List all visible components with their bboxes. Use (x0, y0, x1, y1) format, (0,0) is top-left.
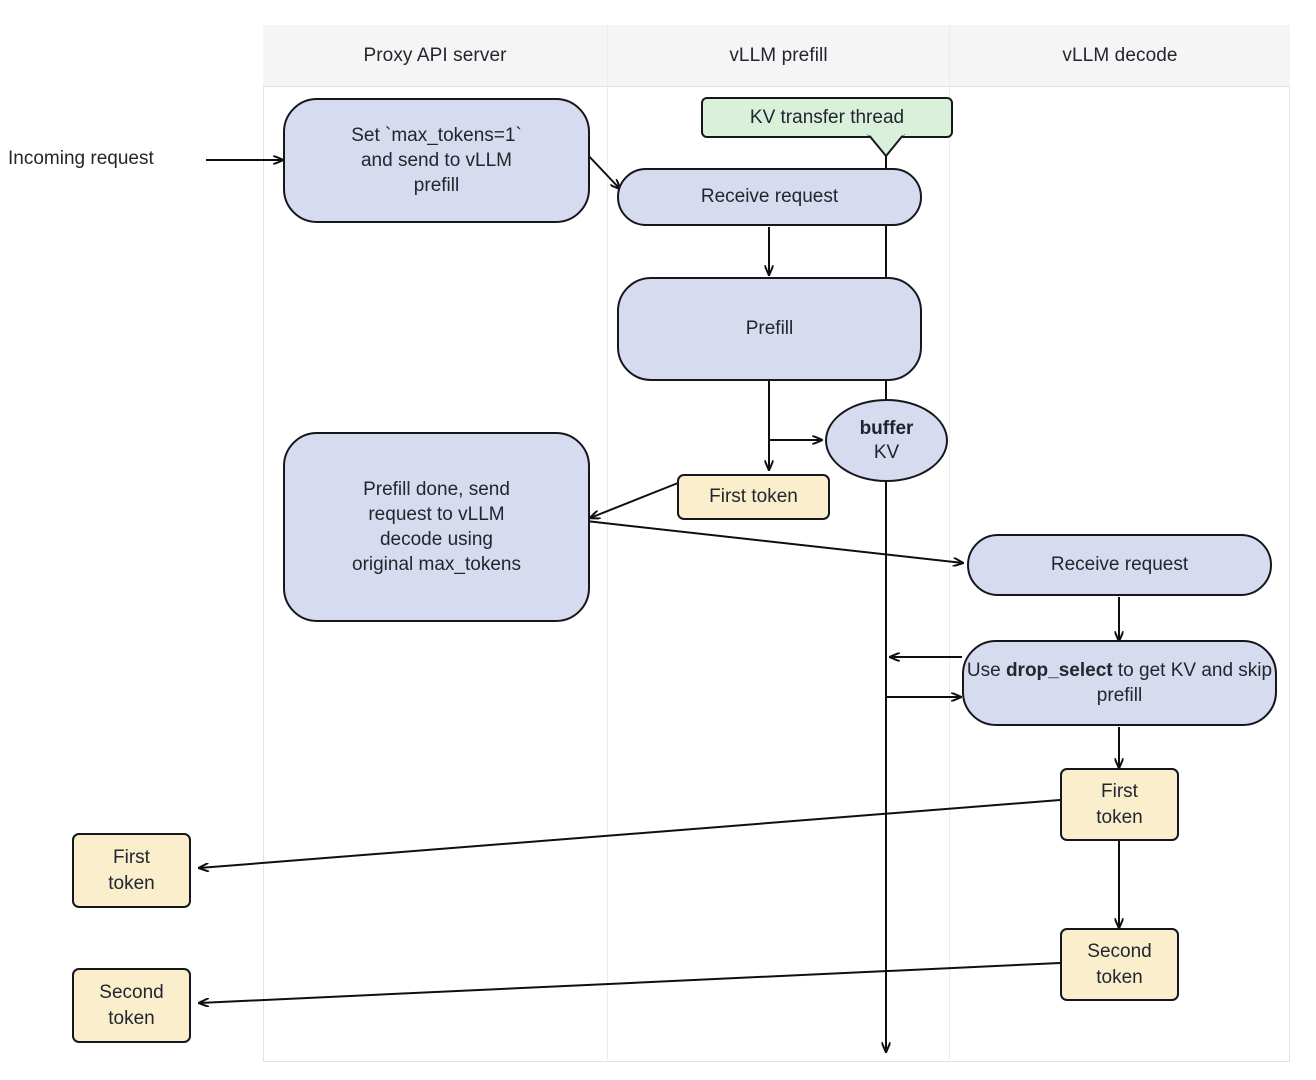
node-decode-second-token-label: Second token (1087, 941, 1152, 988)
node-decode-receive-request[interactable]: Receive request (967, 534, 1272, 596)
node-buffer-kv-subtitle: KV (873, 441, 900, 463)
node-proxy-set-max-tokens[interactable]: Set `max_tokens=1` and send to vLLM pref… (283, 98, 590, 223)
lane-divider-1 (607, 25, 608, 1062)
node-decode-drop-select-label: Use drop_select to get KV and skip prefi… (966, 659, 1273, 706)
swimlane-header-band (263, 25, 1290, 87)
lane-divider-2 (949, 25, 950, 1062)
node-prefill-first-token[interactable]: First token (677, 474, 830, 520)
node-prefill-prefill[interactable]: Prefill (617, 277, 922, 381)
kv-transfer-thread-note: KV transfer thread (701, 97, 953, 138)
lane-title-prefill: vLLM prefill (729, 45, 828, 66)
incoming-request-label: Incoming request (8, 148, 154, 169)
node-proxy-set-max-tokens-label: Set `max_tokens=1` and send to vLLM pref… (351, 124, 522, 197)
lane-title-decode: vLLM decode (1062, 45, 1178, 66)
node-proxy-prefill-done[interactable]: Prefill done, send request to vLLM decod… (283, 432, 590, 622)
node-buffer-kv-title: buffer (859, 417, 914, 439)
node-proxy-prefill-done-label: Prefill done, send request to vLLM decod… (352, 478, 521, 576)
lane-title-proxy: Proxy API server (363, 45, 507, 66)
node-decode-second-token[interactable]: Second token (1060, 928, 1179, 1001)
node-decode-first-token-label: First token (1096, 781, 1143, 828)
node-buffer-kv[interactable]: buffer KV (825, 399, 948, 482)
node-decode-first-token[interactable]: First token (1060, 768, 1179, 841)
node-proxy-first-token[interactable]: First token (72, 833, 191, 908)
node-decode-drop-select[interactable]: Use drop_select to get KV and skip prefi… (962, 640, 1277, 726)
node-prefill-receive-request[interactable]: Receive request (617, 168, 922, 226)
node-proxy-second-token[interactable]: Second token (72, 968, 191, 1043)
node-proxy-first-token-label: First token (108, 847, 155, 894)
node-proxy-second-token-label: Second token (99, 982, 164, 1029)
